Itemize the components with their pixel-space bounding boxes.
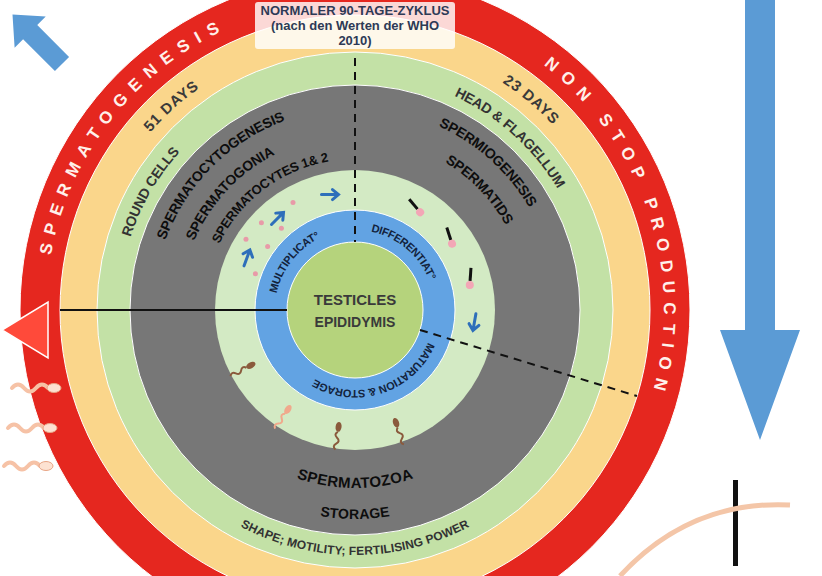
- center-label: TESTICLES: [314, 290, 397, 309]
- sperm-tail: [230, 366, 248, 378]
- sperm-icon: [392, 417, 407, 445]
- band-labels: ROUND CELLSHEAD & FLAGELLUMSHAPE; MOTILI…: [97, 52, 613, 568]
- sperm-heads: [39, 384, 61, 471]
- sperm-head: [39, 462, 53, 471]
- flow-arrow: [720, 0, 800, 440]
- arrow-shape: [0, 0, 78, 80]
- center-label: EPIDIDYMIS: [315, 313, 396, 331]
- sperm-tail: [8, 425, 44, 432]
- spermatid-body: [447, 228, 451, 240]
- cell-dot: [265, 244, 270, 249]
- ring-label: SPERMATOZOA: [296, 464, 415, 490]
- spermatid-body: [409, 199, 417, 209]
- small-arrow: [321, 190, 338, 200]
- cell-dot: [253, 271, 258, 276]
- cell-dot: [243, 237, 248, 242]
- diagram-title: NORMALER 90-TAGE-ZYKLUS (nach den Werten…: [255, 2, 455, 49]
- spermatid-head: [466, 281, 475, 290]
- spermatid-head: [447, 239, 457, 249]
- sperm-head: [283, 404, 294, 416]
- sperm-icon: [332, 421, 342, 450]
- spermatid-head: [415, 207, 426, 218]
- sperm-tail: [273, 413, 286, 430]
- ring-band: MULTIPLICAT°DIFFERENTIAT°MATURATION & ST…: [255, 210, 455, 410]
- band-fill: [60, 15, 650, 576]
- spermatid-icon: [443, 226, 457, 248]
- dashed-divider: [420, 330, 637, 396]
- black-bar: [733, 480, 738, 566]
- cell-dot: [279, 226, 284, 231]
- band-shape: [287, 242, 423, 378]
- ring-band: ROUND CELLSHEAD & FLAGELLUMSHAPE; MOTILI…: [97, 52, 613, 568]
- cell-dot: [291, 200, 296, 205]
- ring-band: SPERMATOGENESISNON STOP PRODUCTION51 DAY…: [20, 0, 690, 576]
- sperm-head: [335, 421, 342, 432]
- ring-label: SPERMATIDS: [443, 151, 517, 227]
- sperm-icons: [4, 385, 48, 470]
- dashed-divider: [354, 58, 356, 242]
- center-circle: TESTICLES EPIDIDYMIS: [287, 242, 423, 378]
- band-labels: MULTIPLICAT°DIFFERENTIAT°MATURATION & ST…: [255, 210, 455, 410]
- band-labels: SPERMATOCYTOGENESISSPERMATOGONIASPERMATO…: [130, 85, 580, 535]
- sperm-icon: [229, 360, 257, 378]
- small-arrow: [268, 209, 287, 228]
- spermatid-icon: [406, 197, 426, 218]
- flow-arrow: [0, 0, 78, 80]
- band-fill: [287, 242, 423, 378]
- spermatid-icon: [466, 268, 475, 290]
- sperm-tail: [396, 427, 406, 445]
- ring-band: 51 DAYS23 DAYSROUND CELLSHEAD & FLAGELLU…: [60, 15, 650, 576]
- sperm-tail: [333, 432, 339, 450]
- peach-curve: [620, 505, 790, 576]
- red-arrow: [2, 302, 48, 358]
- band-fill: [20, 0, 690, 576]
- ring-band: SPERMATOCYTOGENESISSPERMATOGONIASPERMATO…: [130, 85, 580, 535]
- cell-dot: [259, 220, 264, 225]
- sperm-head: [392, 417, 401, 428]
- spermatid-body: [469, 268, 473, 281]
- sperm-head: [245, 360, 257, 370]
- sperm-tail: [12, 385, 48, 392]
- small-arrow: [239, 248, 254, 267]
- ring-label: STORAGE: [319, 503, 390, 522]
- sperm-icon: [273, 404, 294, 431]
- sperm-head: [47, 384, 61, 393]
- sperm-head: [43, 424, 57, 433]
- divider-line: [60, 309, 287, 311]
- small-arrow: [468, 313, 481, 331]
- sperm-tail: [4, 463, 40, 470]
